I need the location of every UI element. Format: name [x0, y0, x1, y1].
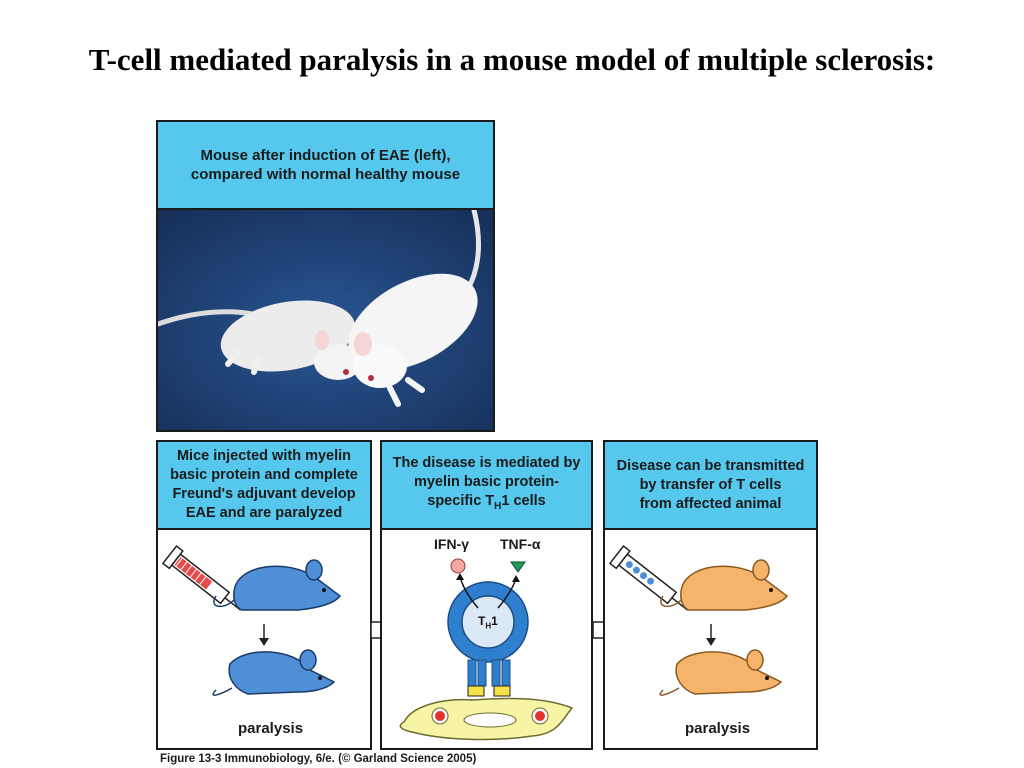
panel-2-line-3: specific TH1 cells [427, 493, 546, 512]
panel-2-illustration [399, 558, 574, 741]
panel-1-line-1: Mice injected with myelin [176, 448, 352, 464]
mouse-paralyzed [212, 649, 336, 696]
syringe-icon [161, 545, 242, 611]
panel-3-line-3: from affected animal [639, 495, 782, 512]
mhc-peptide-icon [467, 685, 511, 697]
panel-1-header: Mice injected with myelin basic protein … [158, 442, 370, 530]
panel-3-result-label: paralysis [685, 720, 751, 737]
figure-caption: Figure 13-3 Immunobiology, 6/e. (© Garla… [160, 753, 477, 765]
tnf-alpha-icon [510, 561, 526, 573]
panel-3-header: Disease can be transmitted by transfer o… [605, 442, 816, 530]
panel-th1-mechanism: The disease is mediated by myelin basic … [380, 440, 593, 750]
panel-1-line-2: basic protein and complete [170, 467, 358, 483]
photo-panel: Mouse after induction of EAE (left), com… [156, 120, 495, 432]
orange-mouse-top [660, 559, 789, 611]
photo-header-line-2: compared with normal healthy mouse [190, 166, 461, 183]
th1-cell-label: TH1 [478, 614, 498, 631]
mice-photo [158, 210, 493, 430]
cytokine-ifn-gamma: IFN-γ [434, 536, 469, 552]
orange-mouse-paralyzed [659, 649, 783, 696]
panel-1-result-label: paralysis [238, 720, 304, 737]
panel-3-line-1: Disease can be transmitted [616, 457, 805, 474]
panel-2-line-2: myelin basic protein- [413, 474, 560, 491]
ifn-gamma-icon [450, 558, 466, 574]
panel-1-illustration [161, 545, 342, 696]
syringe-tcells-icon [608, 545, 689, 611]
photo-panel-header: Mouse after induction of EAE (left), com… [158, 122, 493, 210]
panel-transfer: Disease can be transmitted by transfer o… [603, 440, 818, 750]
photo-header-line-1: Mouse after induction of EAE (left), [200, 147, 451, 164]
panel-3-illustration [608, 545, 789, 696]
cytokine-tnf-alpha: TNF-α [500, 536, 541, 552]
panel-3-line-2: by transfer of T cells [639, 476, 782, 493]
panel-injection: Mice injected with myelin basic protein … [156, 440, 372, 750]
panel-2-header: The disease is mediated by myelin basic … [382, 442, 591, 530]
panel-1-line-3: Freund's adjuvant develop [172, 486, 356, 502]
mouse-top [213, 559, 342, 611]
panel-1-line-4: EAE and are paralyzed [185, 505, 343, 521]
panel-2-line-1: The disease is mediated by [392, 455, 581, 472]
slide-title: T-cell mediated paralysis in a mouse mod… [88, 42, 936, 77]
